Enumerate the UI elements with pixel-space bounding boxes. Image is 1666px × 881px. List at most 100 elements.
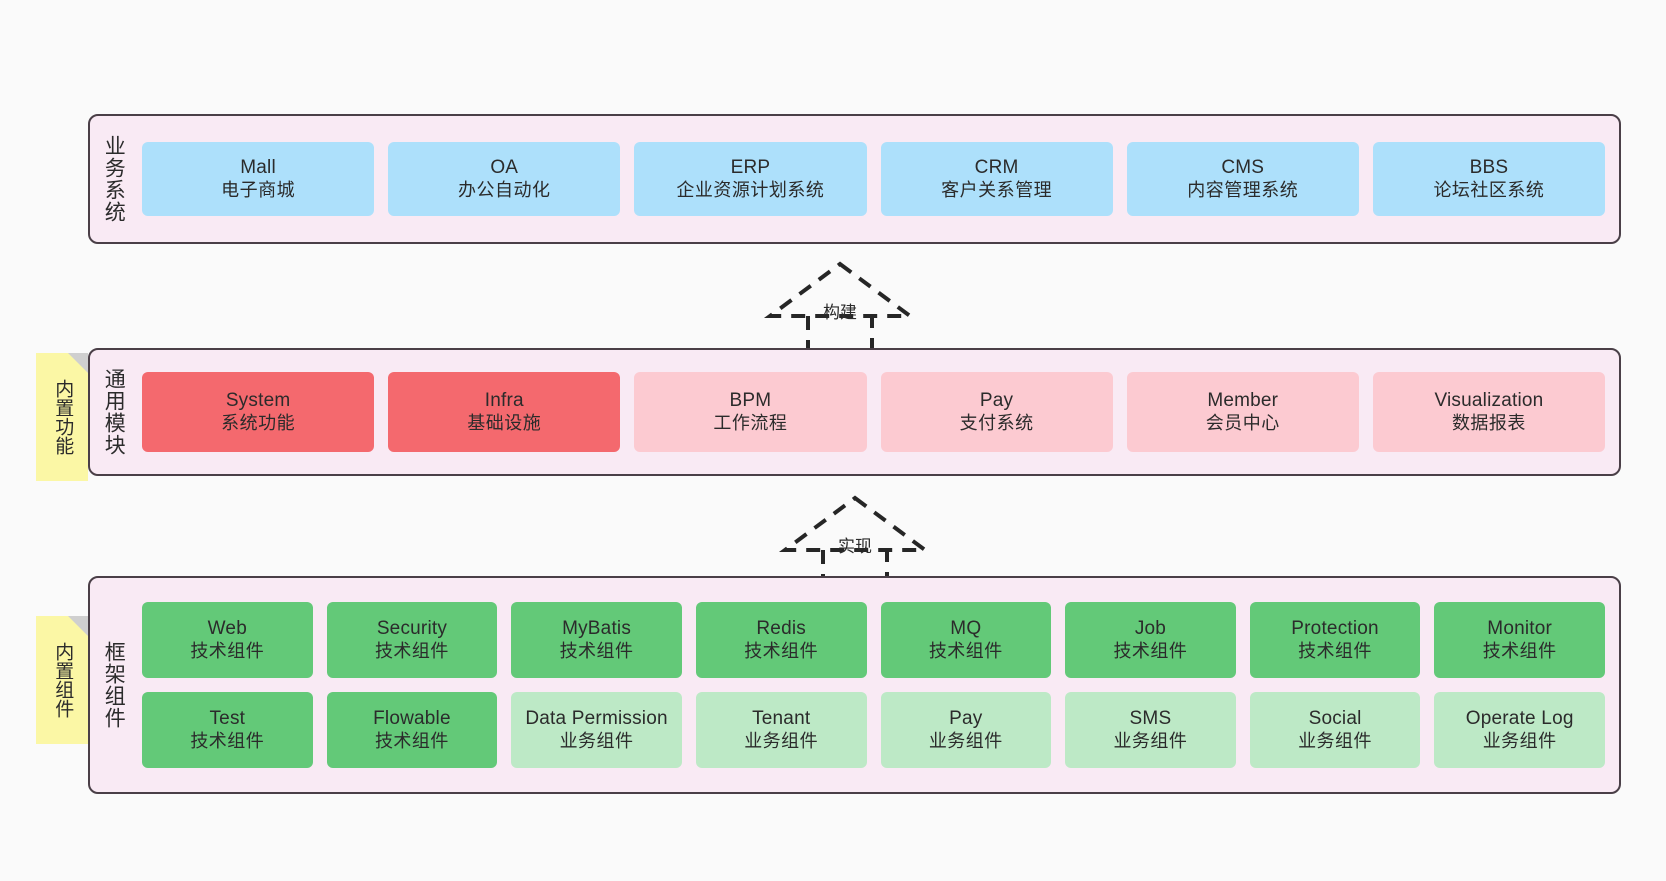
node-title: Social xyxy=(1308,707,1362,729)
node-title: Data Permission xyxy=(525,707,668,729)
node-title: Infra xyxy=(484,389,524,411)
node-subtitle: 工作流程 xyxy=(713,412,788,433)
builtin-component-note: 内置组件 xyxy=(36,616,88,744)
note-fold-icon xyxy=(68,353,88,373)
node-subtitle: 业务组件 xyxy=(1482,730,1557,751)
node-subtitle: 技术组件 xyxy=(374,640,449,661)
node-subtitle: 系统功能 xyxy=(221,412,296,433)
node-title: Mall xyxy=(240,156,276,178)
node-subtitle: 业务组件 xyxy=(1113,730,1188,751)
implement-relation-arrow: 实现 xyxy=(775,492,935,587)
node-title: Pay xyxy=(979,389,1014,411)
node-title: Pay xyxy=(949,707,983,729)
node-subtitle: 论坛社区系统 xyxy=(1433,179,1545,200)
node-subtitle: 客户关系管理 xyxy=(941,179,1053,200)
node-subtitle: 会员中心 xyxy=(1205,412,1280,433)
note-fold-icon xyxy=(68,616,88,636)
build-arrow-label: 构建 xyxy=(823,303,857,322)
node-subtitle: 业务组件 xyxy=(744,730,819,751)
node-title: OA xyxy=(490,156,519,178)
node-subtitle: 业务组件 xyxy=(928,730,1003,751)
node-subtitle: 技术组件 xyxy=(190,730,265,751)
node-title: Web xyxy=(207,617,247,639)
node-subtitle: 数据报表 xyxy=(1451,412,1526,433)
node-subtitle: 支付系统 xyxy=(959,412,1034,433)
node-subtitle: 技术组件 xyxy=(1113,640,1188,661)
node-title: ERP xyxy=(730,156,771,178)
builtin-component-note-label: 内置组件 xyxy=(52,642,74,718)
node-title: BPM xyxy=(729,389,772,411)
node-subtitle: 办公自动化 xyxy=(458,179,551,200)
node-title: System xyxy=(225,389,291,411)
node-subtitle: 业务组件 xyxy=(559,730,634,751)
node-subtitle: 技术组件 xyxy=(744,640,819,661)
node-title: MyBatis xyxy=(562,617,632,639)
node-title: Test xyxy=(209,707,246,729)
node-title: Redis xyxy=(756,617,806,639)
node-title: MQ xyxy=(950,617,982,639)
node-title: CMS xyxy=(1221,156,1265,178)
node-title: SMS xyxy=(1129,707,1172,729)
node-subtitle: 基础设施 xyxy=(467,412,542,433)
node-subtitle: 内容管理系统 xyxy=(1187,179,1299,200)
node-title: Flowable xyxy=(373,707,451,729)
node-title: Member xyxy=(1207,389,1279,411)
node-subtitle: 电子商城 xyxy=(221,179,296,200)
node-title: Operate Log xyxy=(1465,707,1574,729)
node-subtitle: 企业资源计划系统 xyxy=(676,179,825,200)
node-subtitle: 技术组件 xyxy=(1298,640,1373,661)
implement-arrow-glyph xyxy=(778,495,932,586)
node-title: Monitor xyxy=(1487,617,1553,639)
implement-arrow-label: 实现 xyxy=(838,537,872,556)
builtin-function-note: 内置功能 xyxy=(36,353,88,481)
build-arrow-glyph xyxy=(763,261,917,352)
node-title: Visualization xyxy=(1434,389,1544,411)
node-title: Security xyxy=(376,617,448,639)
node-title: Tenant xyxy=(752,707,811,729)
builtin-function-note-label: 内置功能 xyxy=(52,379,74,455)
framework-layer-title: 框架组件 xyxy=(102,641,126,729)
node-subtitle: 技术组件 xyxy=(1482,640,1557,661)
node-title: BBS xyxy=(1469,156,1509,178)
node-subtitle: 技术组件 xyxy=(374,730,449,751)
node-title: Job xyxy=(1134,617,1167,639)
build-relation-arrow: 构建 xyxy=(760,258,920,353)
